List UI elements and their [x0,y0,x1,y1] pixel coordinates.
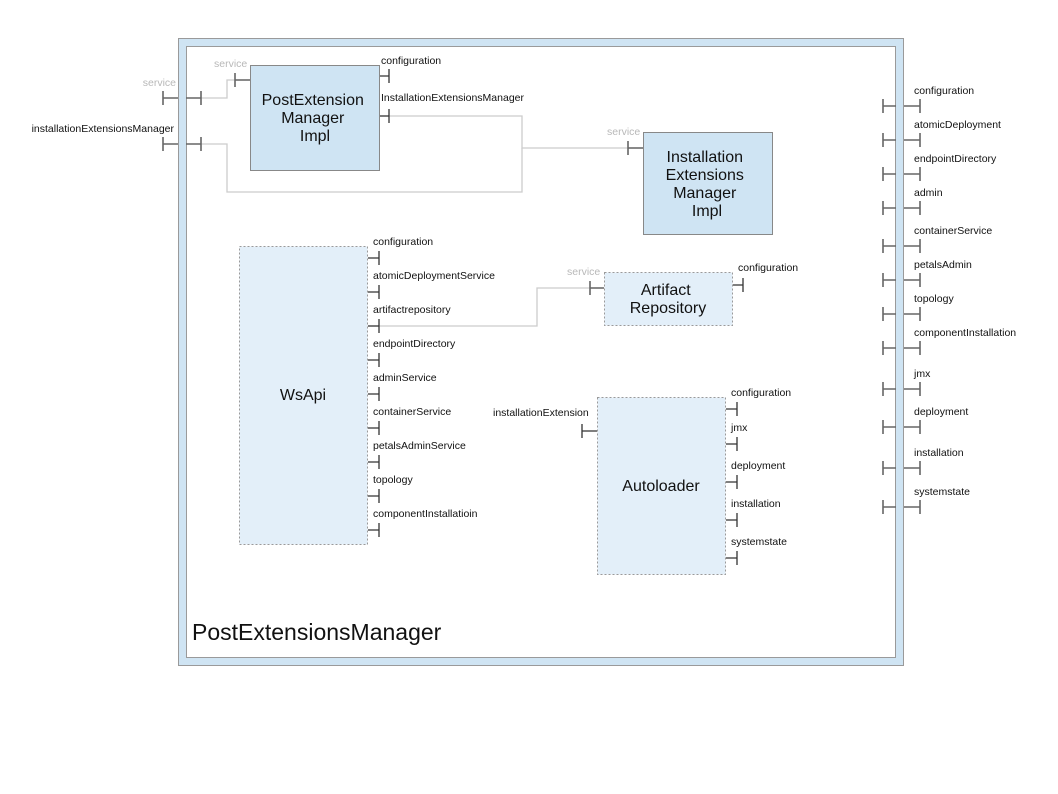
service-port[interactable] [234,73,250,87]
port-configuration[interactable]: configuration [368,236,433,265]
outer-port-label: jmx [913,368,931,380]
port-label: petalsAdminService [373,440,466,452]
port-label: configuration [381,55,441,67]
wire-installation-extensions-manager [201,143,523,193]
port-label: artifactrepository [373,304,451,316]
reference-port-installation-extension[interactable] [581,424,597,438]
wire-artifact-repository [368,287,604,327]
outer-port-jmx[interactable]: jmx [882,368,931,396]
port-label: configuration [373,236,433,248]
outer-port-label: componentInstallation [914,327,1016,339]
outer-port-component-installation[interactable]: componentInstallation [882,327,1016,355]
component-artifact-repository[interactable]: Artifact Repository service configuratio… [567,262,798,326]
outer-port-label: deployment [914,406,968,418]
outer-port-petals-admin[interactable]: petalsAdmin [882,259,972,287]
port-label: configuration [731,387,791,399]
port-installation-extensions-manager[interactable] [380,109,390,123]
port-label: endpointDirectory [373,338,456,350]
port-label: jmx [730,422,748,434]
port-container-service[interactable]: containerService [368,406,451,435]
outer-port-label: admin [914,187,943,199]
component-wsapi[interactable]: WsApi configuration atomicDeploymentServi… [239,236,496,545]
outer-ports-left: service installationExtensionsManager [32,77,202,151]
outer-port-label: systemstate [914,486,970,498]
port-endpoint-directory[interactable]: endpointDirectory [368,338,456,367]
component-title: Installation Extensions Manager Impl [666,149,749,220]
wires [201,79,643,327]
outer-ports-right: configuration atomicDeployment endpointDir… [882,85,1016,514]
port-label: systemstate [731,536,787,548]
port-label: containerService [373,406,451,418]
outer-port-installation[interactable]: installation [882,447,964,475]
component-autoloader[interactable]: Autoloader installationExtension configu… [493,387,791,575]
outer-port-label: petalsAdmin [914,259,972,271]
port-topology[interactable]: topology [368,474,413,503]
wsapi-ports: configuration atomicDeploymentService arti… [368,236,495,537]
service-label: service [567,266,600,278]
port-label: adminService [373,372,437,384]
port-configuration[interactable]: configuration [726,387,791,416]
outer-port-label: topology [914,293,954,305]
outer-port-label: configuration [914,85,974,97]
outer-port-label: installationExtensionsManager [32,123,175,135]
port-label: InstallationExtensionsManager [381,92,525,104]
outer-port-label: containerService [914,225,992,237]
service-label: service [607,126,640,138]
component-installation-extensions-manager-impl[interactable]: Installation Extensions Manager Impl ser… [607,126,773,235]
port-label: componentInstallatioin [373,508,478,520]
outer-port-endpoint-directory[interactable]: endpointDirectory [882,153,997,181]
service-port[interactable] [589,281,604,295]
port-label: atomicDeploymentService [373,270,495,282]
outer-port-label: endpointDirectory [914,153,997,165]
port-installation[interactable]: installation [726,498,781,527]
port-atomic-deployment-service[interactable]: atomicDeploymentService [368,270,495,299]
outer-port-atomic-deployment[interactable]: atomicDeployment [882,119,1001,147]
outer-port-deployment[interactable]: deployment [882,406,968,434]
port-component-installatioin[interactable]: componentInstallatioin [368,508,478,537]
outer-port-configuration[interactable]: configuration [882,85,974,113]
component-title: PostExtension Manager Impl [262,92,369,145]
outer-port-admin[interactable]: admin [882,187,943,215]
outer-port-label: service [143,77,176,89]
composite-title: PostExtensionsManager [192,619,442,645]
service-label: service [214,58,247,70]
outer-port-installation-extensions-manager[interactable]: installationExtensionsManager [32,123,202,151]
reference-label: installationExtension [493,407,589,419]
component-title: Autoloader [622,478,700,495]
port-systemstate[interactable]: systemstate [726,536,787,565]
port-configuration[interactable] [380,69,390,83]
component-post-extension-manager-impl[interactable]: PostExtension Manager Impl service confi… [214,55,525,171]
port-admin-service[interactable]: adminService [368,372,437,401]
wire-iem-reference [380,115,643,149]
port-configuration[interactable] [733,278,744,292]
port-label: configuration [738,262,798,274]
port-artifactrepository[interactable]: artifactrepository [368,304,451,333]
outer-port-systemstate[interactable]: systemstate [882,486,970,514]
service-port[interactable] [627,141,643,155]
outer-port-topology[interactable]: topology [882,293,954,321]
component-title: Artifact Repository [630,282,706,317]
port-deployment[interactable]: deployment [726,460,785,489]
port-jmx[interactable]: jmx [726,422,748,451]
port-petals-admin-service[interactable]: petalsAdminService [368,440,466,469]
port-label: deployment [731,460,785,472]
autoloader-ports: configuration jmx deployment installation sy… [726,387,791,565]
port-label: topology [373,474,413,486]
outer-port-label: installation [914,447,964,459]
outer-port-service[interactable]: service [143,77,202,105]
outer-port-label: atomicDeployment [914,119,1001,131]
outer-port-container-service[interactable]: containerService [882,225,992,253]
component-title: WsApi [280,387,326,404]
port-label: installation [731,498,781,510]
